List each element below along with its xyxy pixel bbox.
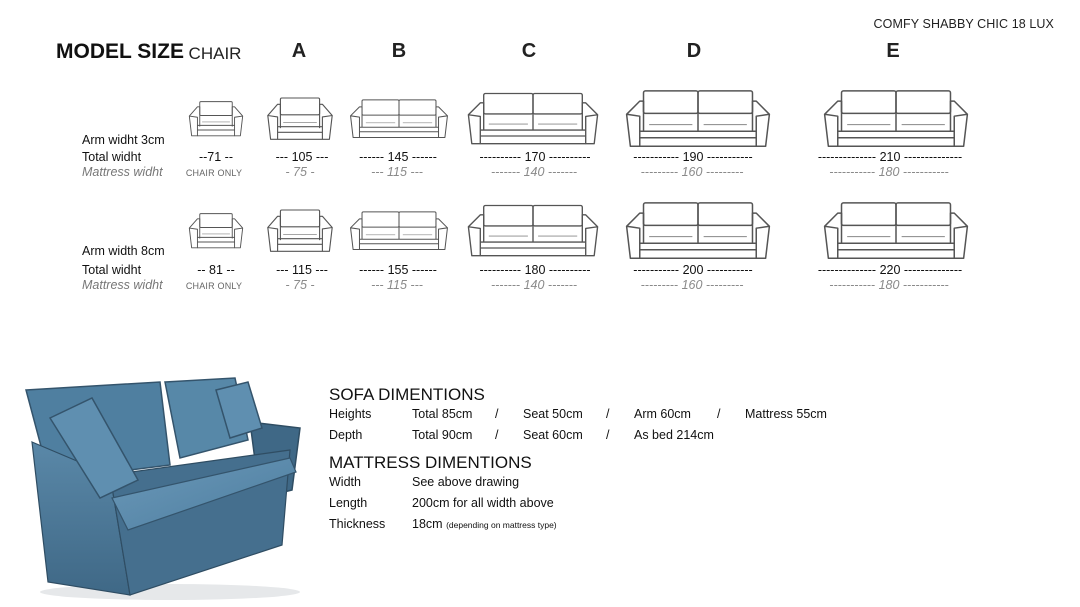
mattress-thickness-row: Thickness 18cm (depending on mattress ty…: [329, 515, 557, 536]
total-width-d: ----------- 200 -----------: [633, 263, 753, 277]
total-width-d: ----------- 190 -----------: [633, 150, 753, 164]
column-header-chair: CHAIR: [188, 44, 242, 63]
mattress-width-e: ----------- 180 -----------: [829, 278, 949, 292]
sofa-photo: [25, 377, 301, 600]
thickness-value: 18cm: [412, 517, 443, 531]
depth-label: Depth: [329, 428, 363, 442]
mattress-length-label: Length: [329, 496, 368, 510]
mattress-width-chair: CHAIR ONLY: [185, 281, 243, 291]
heights-mattress: Mattress 55cm: [745, 407, 827, 421]
thickness-note: (depending on mattress type): [446, 520, 557, 530]
sketch-e-arm3: [802, 88, 990, 150]
sketch-a-arm8: [265, 200, 335, 262]
heights-arm: Arm 60cm: [634, 407, 691, 421]
depth-row: Depth Total 90cm / Seat 60cm / As bed 21…: [329, 426, 714, 447]
heights-seat: Seat 50cm: [523, 407, 583, 421]
separator: /: [495, 428, 499, 442]
total-width-a: --- 105 ---: [275, 150, 329, 164]
separator: /: [717, 407, 721, 421]
total-width-chair: -- 81 --: [197, 263, 235, 277]
mattress-width-spec-label: Width: [329, 475, 361, 489]
depth-total: Total 90cm: [412, 428, 473, 442]
total-width-b: ------ 155 ------: [359, 263, 437, 277]
mattress-dimensions-title: MATTRESS DIMENTIONS: [329, 453, 532, 472]
sketch-b-arm3: [348, 88, 450, 150]
depth-as-bed: As bed 214cm: [634, 428, 714, 442]
total-width-a: --- 115 ---: [276, 263, 328, 277]
total-width-label: Total widht: [82, 263, 142, 277]
sketch-a-arm3: [265, 88, 335, 150]
separator: /: [606, 428, 610, 442]
total-width-c: ---------- 170 ----------: [479, 150, 591, 164]
mattress-width-d: --------- 160 ---------: [640, 165, 744, 179]
heights-total: Total 85cm: [412, 407, 473, 421]
column-header-c: C: [521, 40, 537, 62]
sketch-d-arm8: [614, 200, 782, 262]
mattress-width-b: --- 115 ---: [371, 165, 423, 179]
column-header-b: B: [391, 40, 407, 62]
arm-width-label-8cm: Arm width 8cm: [82, 244, 165, 258]
mattress-width-a: - 75 -: [285, 278, 315, 292]
total-width-chair: --71 --: [198, 150, 234, 164]
depth-seat: Seat 60cm: [523, 428, 583, 442]
mattress-width-d: --------- 160 ---------: [640, 278, 744, 292]
arm-width-label-3cm: Arm widht 3cm: [82, 133, 165, 147]
total-width-e: -------------- 220 --------------: [817, 263, 963, 277]
column-header-d: D: [686, 40, 702, 62]
mattress-width-row: Width See above drawing: [329, 473, 532, 494]
sketch-chair-arm8: [187, 200, 245, 262]
column-header-e: E: [886, 40, 900, 62]
sketch-c-arm3: [465, 88, 601, 150]
mattress-width-label: Mattress widht: [82, 165, 163, 179]
total-width-c: ---------- 180 ----------: [479, 263, 591, 277]
mattress-width-c: ------- 140 -------: [490, 165, 578, 179]
mattress-width-label: Mattress widht: [82, 278, 163, 292]
mattress-width-a: - 75 -: [285, 165, 315, 179]
mattress-width-c: ------- 140 -------: [490, 278, 578, 292]
separator: /: [495, 407, 499, 421]
mattress-width-chair: CHAIR ONLY: [185, 168, 243, 178]
mattress-length-row: Length 200cm for all width above: [329, 494, 554, 515]
separator: /: [606, 407, 610, 421]
specs-panel: SOFA DIMENTIONS Heights Total 85cm / Sea…: [329, 384, 827, 536]
mattress-thickness-value: 18cm (depending on mattress type): [412, 517, 557, 531]
mattress-width-e: ----------- 180 -----------: [829, 165, 949, 179]
heights-label: Heights: [329, 407, 372, 421]
mattress-width-b: --- 115 ---: [371, 278, 423, 292]
brand-label: COMFY SHABBY CHIC 18 LUX: [873, 17, 1054, 31]
total-width-b: ------ 145 ------: [359, 150, 437, 164]
sketch-b-arm8: [348, 200, 450, 262]
mattress-length-value: 200cm for all width above: [412, 496, 554, 510]
sketch-e-arm8: [802, 200, 990, 262]
sketch-c-arm8: [465, 200, 601, 262]
total-width-label: Total widht: [82, 150, 142, 164]
total-width-e: -------------- 210 --------------: [817, 150, 963, 164]
model-size-heading: MODEL SIZE: [56, 40, 184, 63]
mattress-width-spec-value: See above drawing: [412, 475, 520, 489]
sofa-dimensions-title: SOFA DIMENTIONS: [329, 385, 485, 404]
heights-row: Heights Total 85cm / Seat 50cm / Arm 60c…: [329, 405, 827, 426]
column-header-a: A: [291, 40, 307, 62]
mattress-thickness-label: Thickness: [329, 517, 386, 531]
sketch-d-arm3: [614, 88, 782, 150]
sketch-chair-arm3: [187, 88, 245, 150]
